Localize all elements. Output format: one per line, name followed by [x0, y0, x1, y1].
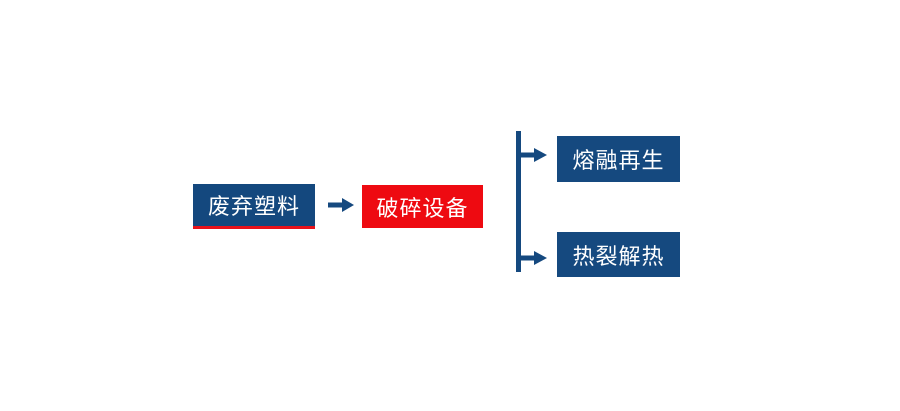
node-waste-plastic[interactable]: 废弃塑料: [193, 184, 315, 226]
arrow-source-to-process: [328, 198, 354, 212]
node-crushing-equipment[interactable]: 破碎设备: [362, 185, 483, 228]
branch-connector: [516, 131, 547, 272]
node-waste-plastic-underline: [193, 226, 315, 229]
node-melt-regeneration[interactable]: 熔融再生: [557, 136, 680, 182]
node-pyrolysis-heat[interactable]: 热裂解热: [557, 232, 680, 277]
